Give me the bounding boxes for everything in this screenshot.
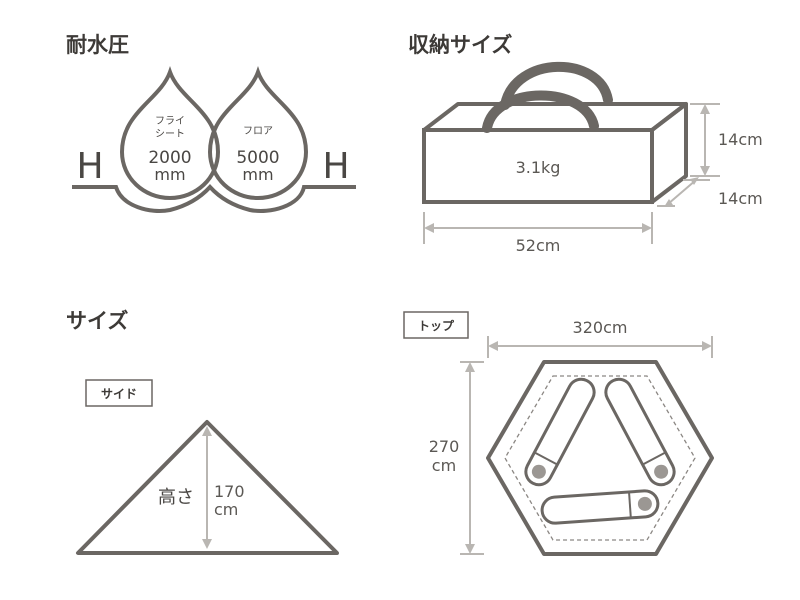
tent-floor-hexagon-icon (486, 360, 714, 556)
storage-section: 収納サイズ 3.1kg 14cm 14cm (408, 33, 763, 255)
top-tag-box (403, 311, 469, 339)
floor-drop-icon (207, 66, 309, 201)
top-section: トップ 320cm 270 cm (403, 311, 714, 556)
floor-value: 5000 (236, 148, 279, 168)
fly-label-line2: シート (155, 129, 185, 140)
top-width-label: 320cm (573, 318, 628, 337)
floor-unit: mm (242, 165, 273, 184)
top-depth-dimension (460, 361, 484, 555)
fly-value: 2000 (148, 148, 191, 168)
side-tag: サイド (101, 387, 137, 401)
sleeping-bag-icon (540, 489, 660, 525)
floor-label: フロア (243, 126, 273, 137)
tent-height-value: 170 (214, 482, 245, 501)
width-dimension (423, 212, 653, 244)
height-dim-label: 14cm (718, 130, 763, 149)
side-tag-box (85, 379, 153, 407)
top-depth-unit: cm (432, 456, 456, 475)
fly-sheet-drop-icon (119, 66, 221, 201)
fly-unit: mm (154, 165, 185, 184)
top-width-dimension (487, 336, 713, 358)
depth-dimension (657, 177, 710, 207)
tent-height-unit: cm (214, 500, 238, 519)
width-dim-label: 52cm (516, 236, 561, 255)
bag-handle-front (482, 90, 599, 133)
waterproof-heading: 耐水圧 (66, 33, 129, 57)
waterproof-section: 耐水圧 H H フライ シート 2000 mm フロア 5000 mm (66, 33, 356, 213)
height-dimension (690, 103, 720, 177)
water-line (72, 184, 356, 213)
storage-heading: 収納サイズ (408, 33, 512, 57)
fly-label-line1: フライ (155, 115, 185, 127)
top-tag: トップ (418, 318, 455, 333)
sleeping-bag-icon (604, 377, 676, 487)
h-mark-right: H (322, 146, 349, 187)
tent-height-dimension (202, 426, 212, 549)
tent-height-label: 高さ (158, 487, 194, 508)
bag-weight: 3.1kg (516, 158, 561, 177)
bag-handle-back (500, 61, 613, 110)
h-mark-left: H (76, 146, 103, 187)
inner-tent-outline (504, 375, 696, 541)
storage-bag-icon (422, 102, 688, 204)
top-depth-value: 270 (429, 437, 460, 456)
depth-dim-label: 14cm (718, 189, 763, 208)
tent-side-triangle-icon (76, 420, 339, 555)
size-section: サイズ サイド 高さ 170 cm (66, 309, 339, 555)
size-heading: サイズ (66, 309, 128, 333)
sleeping-bag-icon (524, 377, 596, 487)
